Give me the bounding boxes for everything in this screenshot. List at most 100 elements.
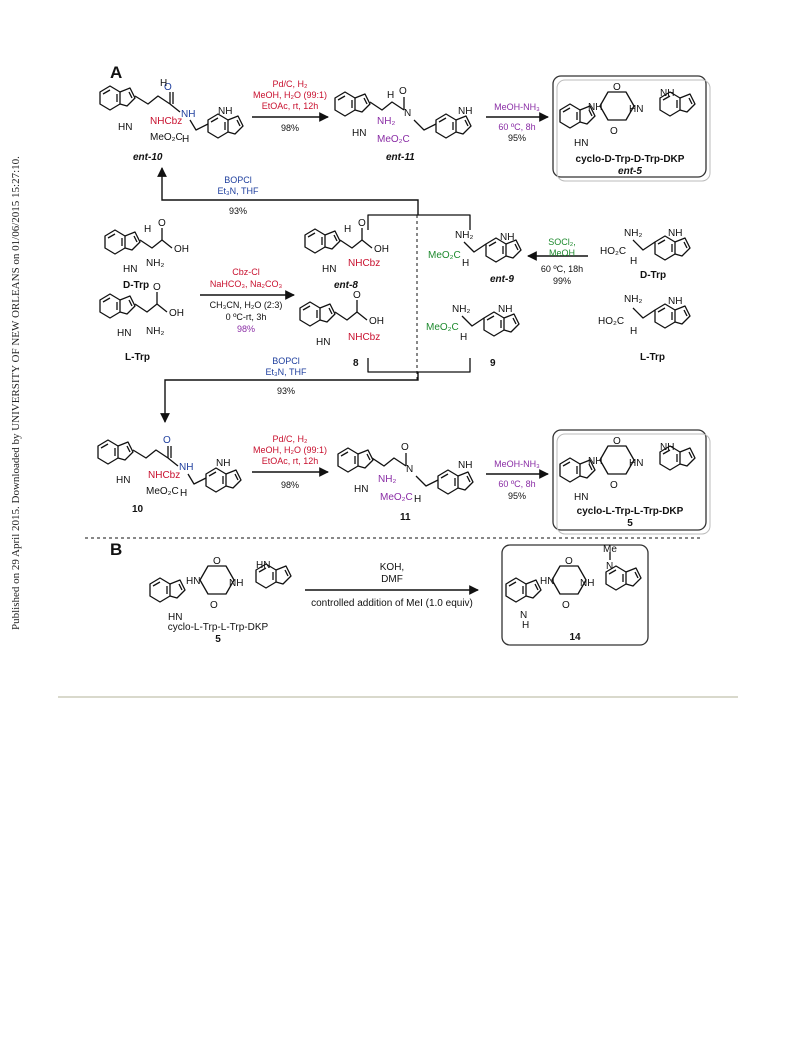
atom-label: O [163, 435, 171, 446]
label-ent-10: ent-10 [133, 152, 163, 163]
atom-label: NHCbz [348, 332, 380, 343]
label-l-trp-right: L-Trp [640, 352, 665, 363]
atom-label: NH₂ [146, 326, 164, 337]
structure-11: HN O N NH₂ MeO₂C H NH [337, 442, 474, 505]
atom-label: O [153, 282, 161, 293]
yield-text: 95% [508, 133, 526, 143]
reagent-text: EtOAc, rt, 12h [262, 456, 319, 466]
yield-text: 95% [508, 491, 526, 501]
reagent-text: MeOH, H₂O (99:1) [253, 90, 327, 100]
atom-label: NH [660, 442, 674, 453]
label-5: 5 [627, 518, 633, 529]
atom-label: HN [354, 484, 368, 495]
section-b-label: B [110, 540, 122, 559]
atom-label: O [353, 290, 361, 301]
yield-text: 93% [277, 386, 295, 396]
bracket-top [367, 214, 471, 230]
product-box-shadow [556, 433, 711, 535]
structure-d-trp-left: HN O OH H NH₂ [104, 218, 189, 275]
structure-14: O O HN NH N H N Me [505, 544, 642, 631]
label-5-name: cyclo-L-Trp-L-Trp-DKP [577, 506, 684, 517]
atom-label: NH₂ [624, 228, 642, 239]
bracket-bottom [367, 358, 471, 373]
reagent-text: EtOAc, rt, 12h [262, 101, 319, 111]
atom-label: Me [603, 544, 617, 555]
label-5-b-name: cyclo-L-Trp-L-Trp-DKP [168, 622, 269, 633]
atom-label: NH [580, 578, 594, 589]
atom-label: O [613, 82, 621, 93]
product-box-shadow [556, 79, 711, 182]
reagent-text: MeOH [549, 248, 575, 258]
atom-label: O [210, 600, 218, 611]
reagent-text: Et₃N, THF [265, 367, 307, 377]
atom-label: O [613, 436, 621, 447]
product-box-5 [552, 429, 707, 531]
atom-label: H [460, 332, 467, 343]
atom-label: HN [316, 337, 330, 348]
atom-label: OH [369, 316, 384, 327]
atom-label: N [404, 108, 411, 119]
label-d-trp: D-Trp [123, 280, 149, 291]
atom-label: NH [229, 578, 243, 589]
label-14: 14 [569, 632, 581, 643]
atom-label: HN [629, 104, 643, 115]
atom-label: O [164, 82, 172, 93]
label-ent-11: ent-11 [386, 152, 415, 163]
atom-label: NH₂ [624, 294, 642, 305]
reagent-text: Pd/C, H₂ [272, 434, 308, 444]
reagent-text: 60 ºC, 18h [541, 264, 583, 274]
atom-label: MeO₂C [380, 492, 413, 503]
atom-label: HN [256, 560, 270, 571]
atom-label: O [158, 218, 166, 229]
structure-5: O O NH HN HN NH [559, 436, 696, 503]
atom-label: NH [458, 106, 472, 117]
atom-label: NH [179, 462, 193, 473]
atom-label: H [462, 258, 469, 269]
atom-label: HO₂C [600, 246, 626, 257]
atom-label: N [520, 610, 527, 621]
atom-label: MeO₂C [150, 132, 183, 143]
atom-label: HN [118, 122, 132, 133]
atom-label: NH [660, 88, 674, 99]
reagent-text: Pd/C, H₂ [272, 79, 308, 89]
reagent-text: DMF [381, 574, 403, 585]
atom-label: O [213, 556, 221, 567]
reagent-text: Cbz-Cl [232, 267, 260, 277]
reagent-text: BOPCl [272, 356, 300, 366]
atom-label: NH [218, 106, 232, 117]
atom-label: OH [174, 244, 189, 255]
atom-label: O [610, 126, 618, 137]
reagent-text: BOPCl [224, 175, 252, 185]
structure-l-trp-left: HN O OH NH₂ [99, 282, 184, 339]
yield-text: 99% [553, 276, 571, 286]
product-box-14 [501, 544, 649, 646]
yield-text: 98% [281, 480, 299, 490]
reagent-text: SOCl₂, [548, 237, 576, 247]
atom-label: HN [186, 576, 200, 587]
label-10: 10 [132, 504, 144, 515]
atom-label: HN [168, 612, 182, 623]
atom-label: N [606, 561, 613, 572]
structure-10: HN O NH NHCbz MeO₂C H NH [97, 435, 242, 499]
atom-label: NH [216, 458, 230, 469]
label-ent-8: ent-8 [334, 280, 358, 291]
atom-label: O [610, 480, 618, 491]
structure-8: HN O OH NHCbz [299, 290, 384, 348]
atom-label: O [562, 600, 570, 611]
atom-label: HN [352, 128, 366, 139]
reagent-text: controlled addition of MeI (1.0 equiv) [311, 598, 473, 609]
atom-label: NH [588, 102, 602, 113]
yield-text: 98% [237, 324, 255, 334]
atom-label: H [630, 256, 637, 267]
atom-label: MeO₂C [377, 134, 410, 145]
atom-label: HN [322, 264, 336, 275]
label-d-trp-right: D-Trp [640, 270, 666, 281]
structure-d-trp-right: NH₂ HO₂C H NH [600, 228, 691, 267]
product-box-ent-5 [552, 75, 707, 178]
yield-text: 93% [229, 206, 247, 216]
atom-label: H [344, 224, 351, 235]
reagent-text: NaHCO₃, Na₂CO₃ [210, 279, 283, 289]
atom-label: O [399, 86, 407, 97]
reagent-text: Et₃N, THF [217, 186, 259, 196]
